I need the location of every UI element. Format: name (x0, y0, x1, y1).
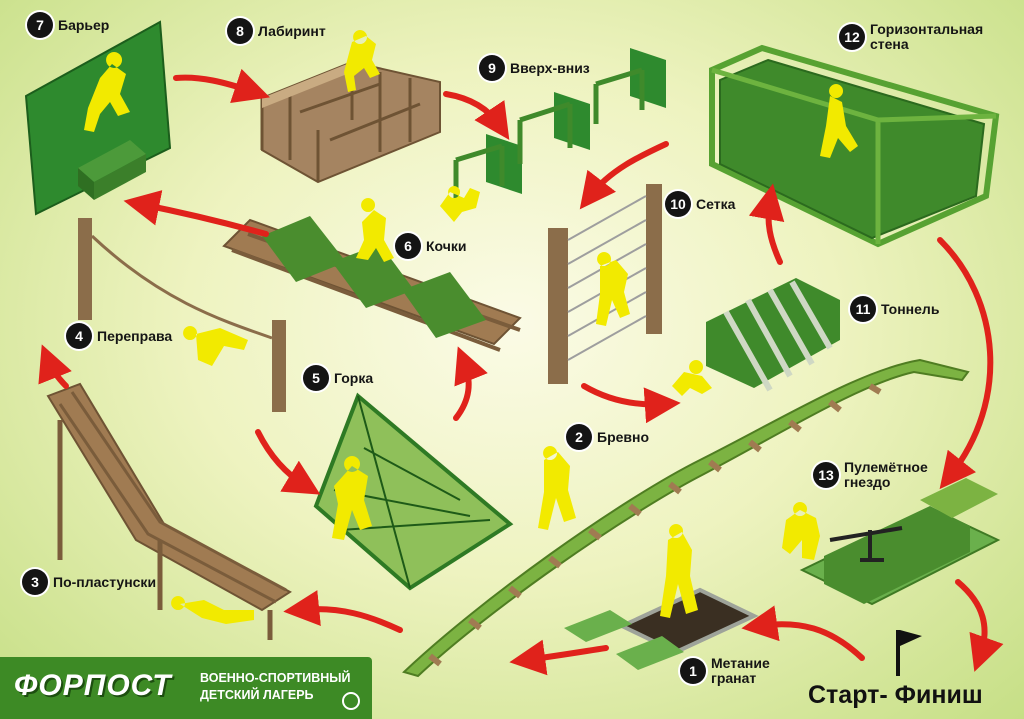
tunnel-obstacle (672, 278, 840, 396)
slide-obstacle (313, 392, 514, 591)
route-arrow (38, 344, 72, 389)
start-finish-label: Старт- Финиш (808, 681, 983, 709)
station-label-12: 12 Горизонтальная стена (839, 22, 983, 52)
station-name: По-пластунски (53, 573, 157, 590)
station-name: Горка (334, 369, 374, 386)
horizontal-wall-obstacle (709, 44, 1000, 248)
station-number: 11 (850, 296, 876, 322)
station-number: 12 (839, 24, 865, 50)
route-arrow (579, 141, 669, 210)
net-obstacle (548, 184, 662, 384)
station-name: Сетка (696, 195, 736, 212)
station-number: 5 (303, 365, 329, 391)
route-arrow (283, 590, 403, 633)
station-label-9: 9 Вверх-вниз (479, 55, 590, 81)
station-name: Вверх-вниз (510, 59, 590, 76)
barrier-obstacle (24, 20, 172, 216)
emblem-icon (342, 692, 360, 710)
station-label-4: 4 Переправа (66, 323, 172, 349)
up-down-obstacle (440, 48, 666, 222)
station-label-3: 3 По-пластунски (22, 569, 156, 595)
route-arrow (453, 346, 488, 421)
forpost-logo: ФОРПОСТ (14, 669, 172, 702)
station-label-6: 6 Кочки (395, 233, 467, 259)
station-name: Бревно (597, 428, 650, 445)
station-number: 6 (395, 233, 421, 259)
route-arrow (581, 383, 681, 424)
brand-tagline-2: ДЕТСКИЙ ЛАГЕРЬ (200, 688, 314, 702)
route-arrow (173, 68, 270, 104)
station-label-8: 8 Лабиринт (227, 18, 326, 44)
station-label-2: 2 Бревно (566, 424, 649, 450)
route-arrow (741, 605, 865, 661)
station-name: Горизонтальная стена (870, 21, 984, 52)
station-name: Барьер (58, 16, 110, 33)
station-number: 13 (813, 462, 839, 488)
station-name: Лабиринт (258, 22, 326, 39)
station-number: 9 (479, 55, 505, 81)
station-number: 10 (665, 191, 691, 217)
route-arrow (509, 639, 609, 676)
machine-gun-nest-obstacle (782, 478, 1001, 606)
grenade-pit-obstacle (564, 524, 759, 670)
station-label-10: 10 Сетка (665, 191, 735, 217)
station-number: 8 (227, 18, 253, 44)
brand-tagline-1: ВОЕННО-СПОРТИВНЫЙ (200, 671, 351, 685)
crawl-obstacle (46, 382, 292, 640)
station-number: 7 (27, 12, 53, 38)
labyrinth-obstacle (260, 30, 441, 184)
route-arrow (255, 429, 321, 495)
route-arrow (955, 579, 1004, 672)
station-number: 4 (66, 323, 92, 349)
route-arrow (443, 91, 510, 140)
start-finish-flag (896, 630, 922, 676)
station-number: 1 (680, 658, 706, 684)
station-label-7: 7 Барьер (27, 12, 109, 38)
route-arrow (937, 237, 994, 490)
station-label-13: 13 Пулемётное гнездо (813, 460, 928, 490)
camp-brand-banner: ФОРПОСТ ВОЕННО-СПОРТИВНЫЙ ДЕТСКИЙ ЛАГЕРЬ (0, 657, 372, 719)
log-beam-obstacle (402, 358, 970, 678)
station-name: Переправа (97, 327, 173, 344)
station-name: Пулемётное гнездо (844, 459, 928, 490)
station-label-5: 5 Горка (303, 365, 373, 391)
route-arrow (748, 183, 785, 265)
station-number: 3 (22, 569, 48, 595)
station-label-1: 1 Метание гранат (680, 656, 770, 686)
station-name: Тоннель (881, 300, 940, 317)
route-arrows (38, 68, 1004, 676)
route-arrow (123, 190, 269, 237)
station-label-11: 11 Тоннель (850, 296, 939, 322)
station-name: Кочки (426, 237, 467, 254)
bumps-obstacle (222, 198, 522, 352)
crossing-obstacle (78, 218, 286, 412)
station-name: Метание гранат (711, 655, 770, 686)
station-number: 2 (566, 424, 592, 450)
